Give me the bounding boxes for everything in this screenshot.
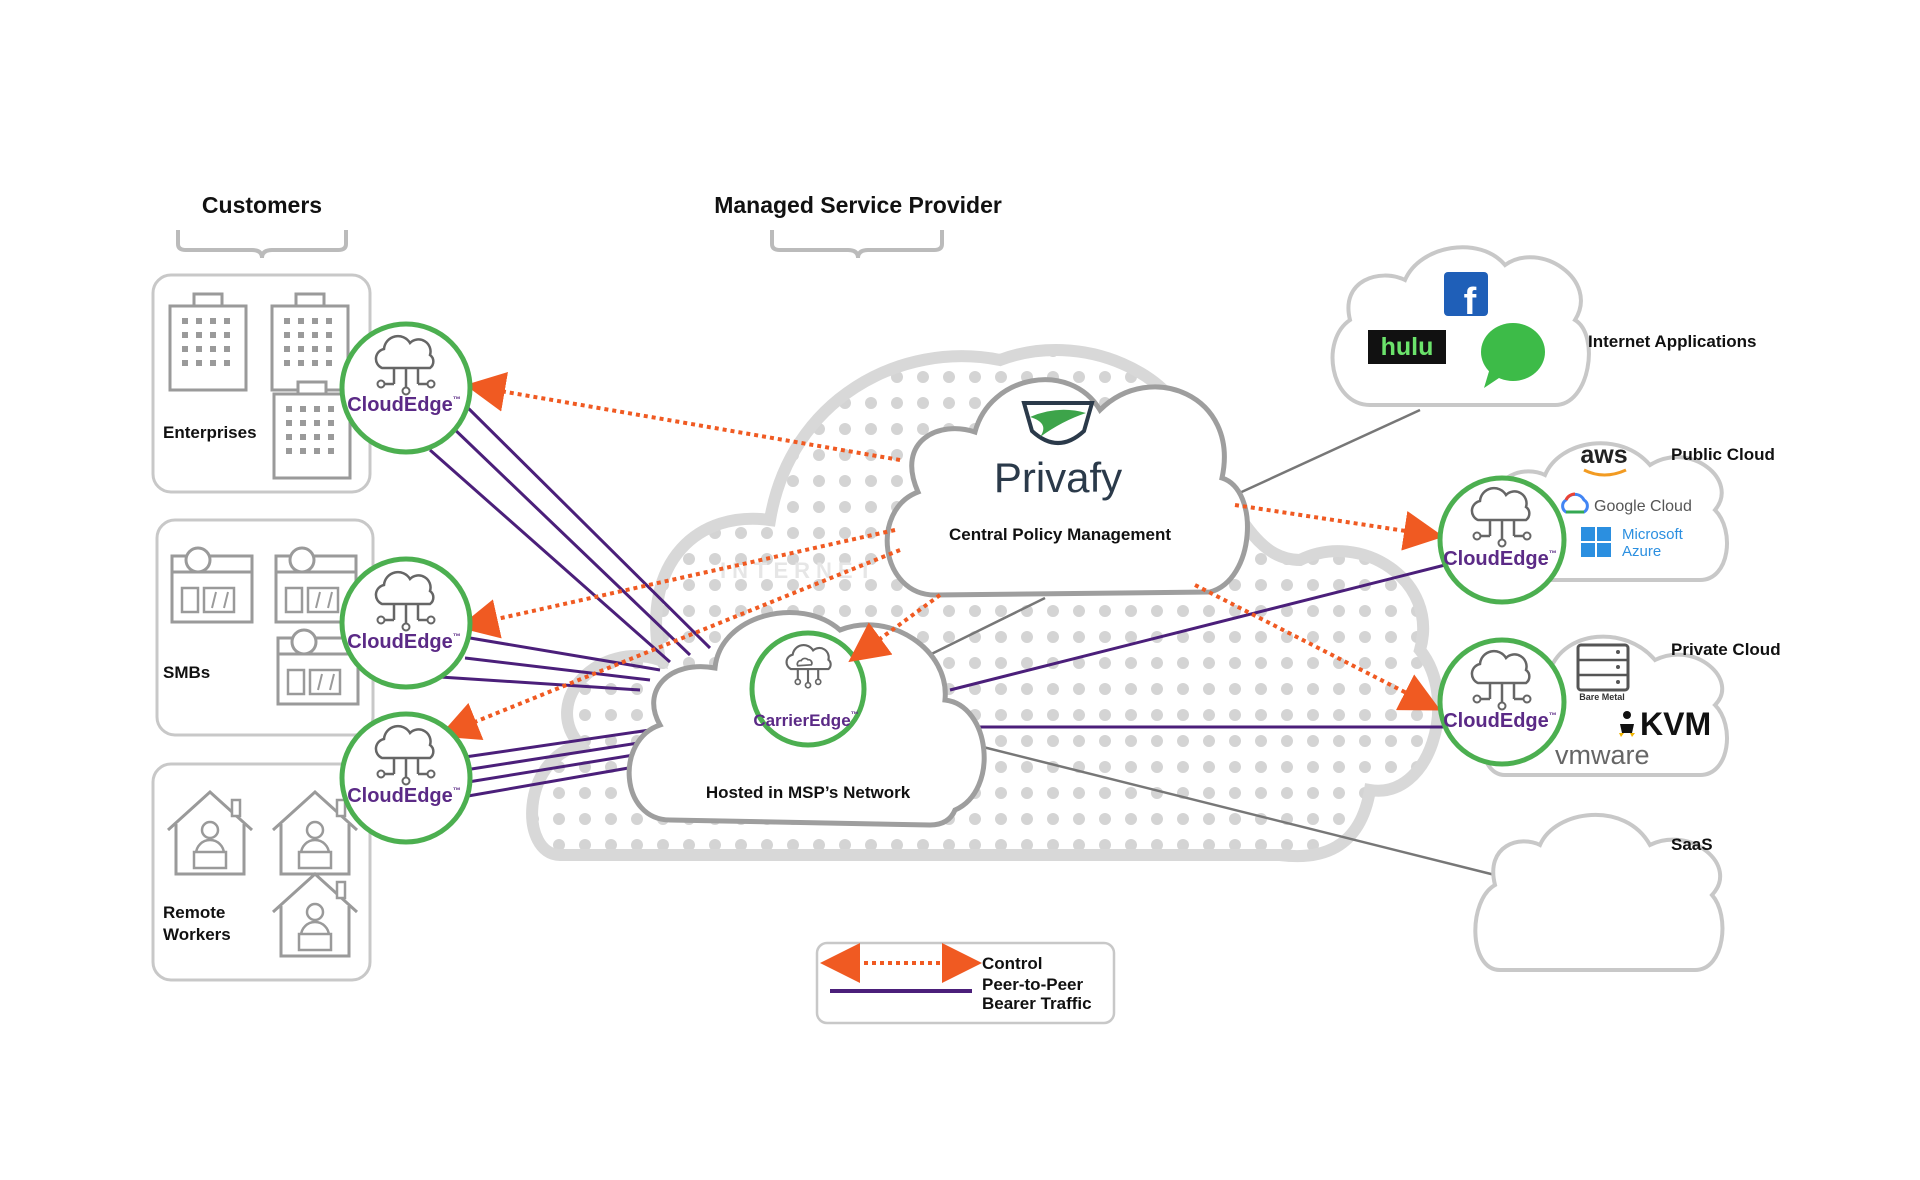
cloudedge-label: CloudEdge™: [347, 785, 461, 807]
saas-link: [974, 743, 1496, 877]
trademark-mark: ™: [453, 632, 461, 641]
private-cloud: Bare Metal KVM vmware Private Cloud Clou…: [1437, 634, 1781, 777]
aws-smile: [1583, 468, 1627, 477]
legend-p2p-label-line2: Bearer Traffic: [982, 994, 1092, 1013]
privafy-shield-logo: [1021, 401, 1095, 445]
carrier-edge-caption: Hosted in MSP’s Network: [706, 783, 911, 802]
customers-brace: [176, 230, 348, 259]
bearer-line: [439, 675, 641, 692]
customers-header: Customers: [202, 192, 322, 218]
enterprises-label: Enterprises: [163, 423, 257, 442]
remote-workers-group: Remote Workers: [151, 762, 372, 982]
control-arrow: [438, 548, 901, 741]
bearer-line: [429, 448, 671, 664]
facebook-icon: [1444, 272, 1488, 316]
messages-icon: [1481, 323, 1545, 388]
bearer-traffic-lines: [429, 398, 1446, 798]
trademark-mark: ™: [453, 786, 461, 795]
storefront-icon: [170, 546, 254, 624]
cloudedge-node-public-cloud[interactable]: CloudEdge™: [1437, 475, 1567, 605]
carrier-edge-cloud: CarrierEdge™ Hosted in MSP’s Network: [626, 610, 987, 828]
control-lines: [438, 372, 1444, 741]
legend-p2p-label-line1: Peer-to-Peer: [982, 975, 1083, 994]
control-arrow: [1234, 503, 1444, 551]
internet-apps-cloud: f hulu Internet Applications: [1330, 245, 1756, 407]
trademark-mark: ™: [1549, 711, 1557, 720]
google-cloud-label: Google Cloud: [1594, 498, 1692, 515]
bearer-line: [458, 398, 712, 650]
control-arrow: [1194, 583, 1441, 711]
hulu-logo: [1368, 330, 1446, 364]
control-arrow: [848, 593, 942, 663]
cloudedge-label: CloudEdge™: [1443, 710, 1557, 732]
building-icon: [270, 292, 350, 392]
building-icon: [168, 292, 248, 392]
kvm-logo: KVM: [1640, 706, 1711, 742]
bearer-line: [469, 636, 661, 672]
trademark-mark: ™: [453, 395, 461, 404]
trademark-mark: ™: [1549, 549, 1557, 558]
carrier-cloud-icon: [785, 644, 832, 689]
google-cloud-icon: [1561, 492, 1589, 514]
legend: Control Peer-to-Peer Bearer Traffic: [815, 941, 1116, 1025]
smbs-label: SMBs: [163, 663, 210, 682]
hulu-text: hulu: [1381, 333, 1434, 361]
msp-brace: [770, 230, 944, 259]
privafy-brand: Privafy: [994, 454, 1122, 501]
bearer-line: [461, 752, 641, 785]
azure-label: Azure: [1622, 543, 1661, 560]
cloudedge-label: CloudEdge™: [347, 631, 461, 653]
privafy-cloud: Privafy Central Policy Management: [884, 377, 1250, 598]
bearer-line: [464, 656, 651, 682]
cloudedge-node-remote-workers[interactable]: CloudEdge™: [339, 711, 473, 845]
msp-header: Managed Service Provider: [714, 192, 1002, 218]
carrier-edge-node[interactable]: [749, 630, 867, 748]
public-cloud: aws Google Cloud Microsoft Azure Public …: [1437, 441, 1775, 605]
control-arrow: [458, 528, 896, 639]
microsoft-label: Microsoft: [1622, 526, 1684, 543]
cloudedge-node-enterprises[interactable]: CloudEdge™: [339, 321, 473, 455]
windows-icon: [1581, 527, 1611, 557]
bare-metal-label: Bare Metal: [1579, 692, 1625, 702]
bearer-line: [949, 563, 1446, 692]
bearer-line: [464, 728, 651, 759]
privafy-caption: Central Policy Management: [949, 525, 1171, 544]
internet-apps-link: [1234, 408, 1421, 497]
trademark-mark: ™: [851, 710, 859, 719]
remote-workers-label-line2: Workers: [163, 925, 231, 944]
cloudedge-node-private-cloud[interactable]: CloudEdge™: [1437, 637, 1567, 767]
remote-workers-box: [151, 762, 372, 982]
saas-cloud: SaaS: [1473, 812, 1725, 972]
saas-label: SaaS: [1671, 835, 1713, 854]
building-icon: [272, 380, 352, 480]
kvm-penguin-icon: [1619, 711, 1635, 737]
enterprises-group: Enterprises: [151, 273, 372, 494]
aws-logo: aws: [1580, 441, 1627, 469]
cloudedge-label: CloudEdge™: [1443, 548, 1557, 570]
bearer-line: [467, 764, 641, 798]
facebook-glyph: f: [1464, 281, 1477, 323]
carrier-edge-label: CarrierEdge™: [753, 710, 858, 730]
internet-apps-label: Internet Applications: [1588, 332, 1756, 351]
private-cloud-label: Private Cloud: [1671, 640, 1781, 659]
bearer-line: [464, 740, 646, 772]
server-icon: [1576, 643, 1630, 692]
public-cloud-label: Public Cloud: [1671, 445, 1775, 464]
cloudedge-label: CloudEdge™: [347, 394, 461, 416]
bearer-line: [448, 423, 692, 657]
legend-control-label: Control: [982, 954, 1042, 973]
vmware-logo: vmware: [1555, 740, 1650, 770]
remote-workers-label-line1: Remote: [163, 903, 225, 922]
cloudedge-node-smbs[interactable]: CloudEdge™: [339, 556, 473, 690]
